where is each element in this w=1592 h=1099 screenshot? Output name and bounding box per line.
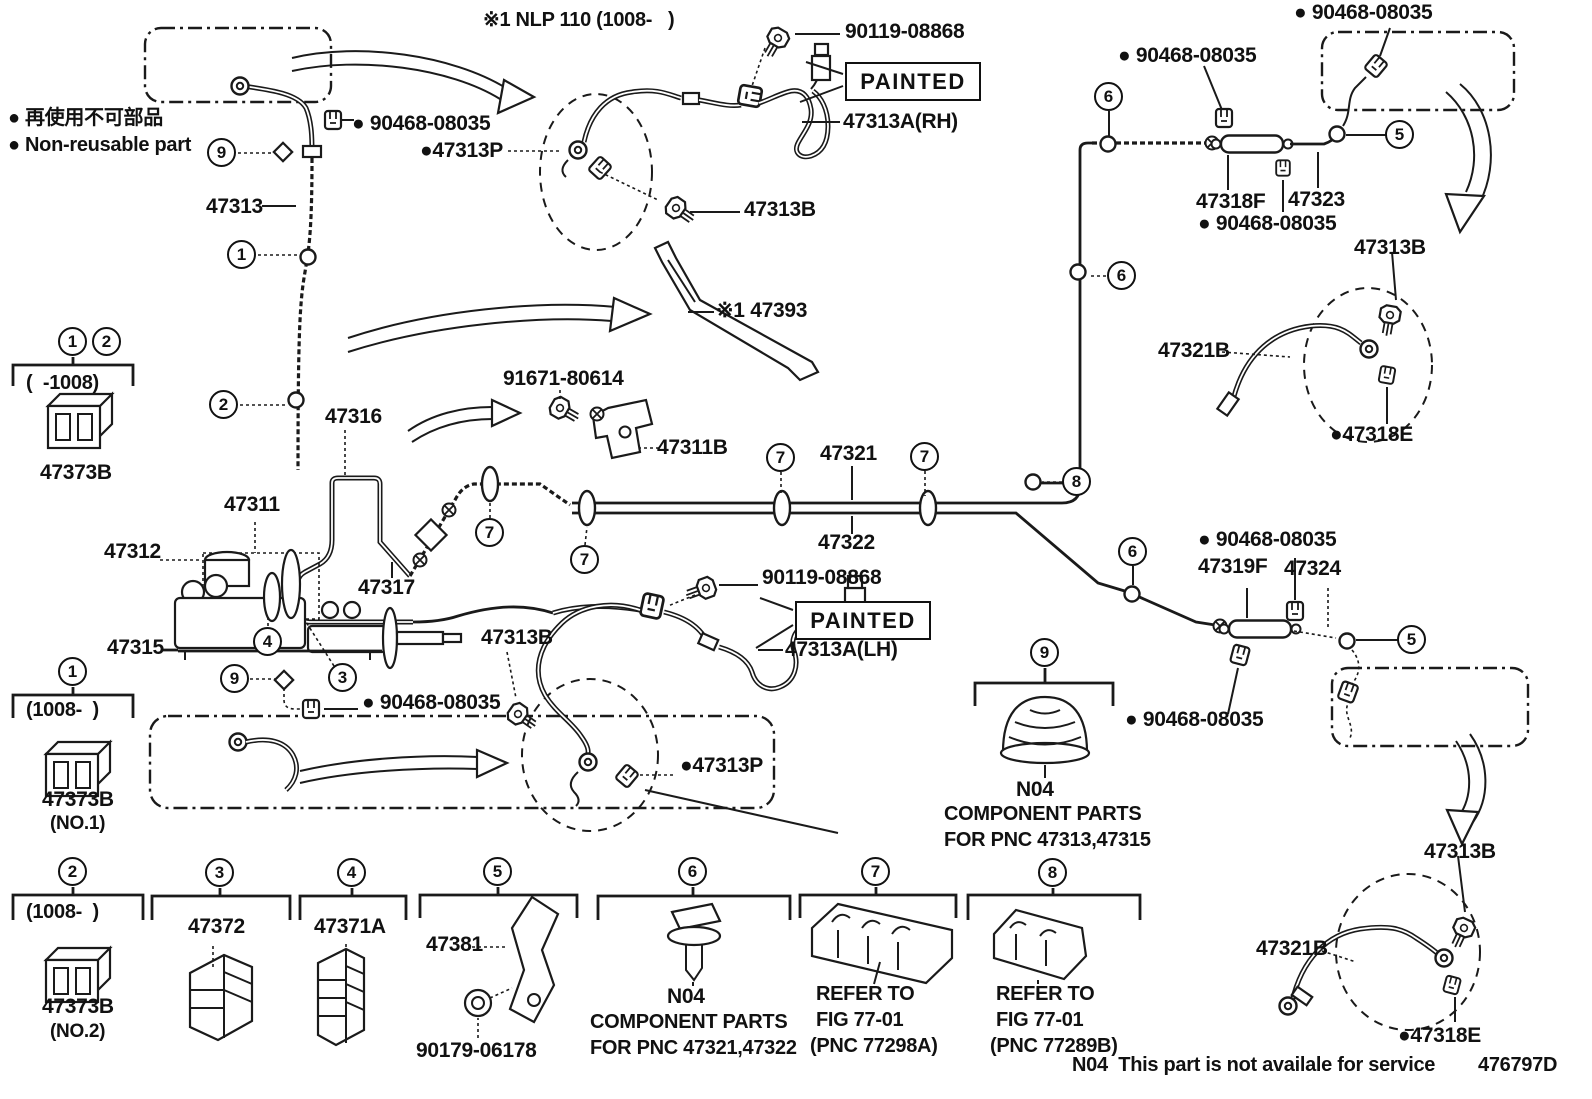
callout-1: 1 — [58, 657, 87, 686]
callout-6: 6 — [1118, 537, 1147, 566]
label-pn-47313b-r1: 47313B — [1354, 236, 1426, 259]
label-n04-6: N04 — [667, 985, 705, 1008]
label-footer-note: N04 This part is not availale for servic… — [1072, 1054, 1436, 1076]
label-comp6b: FOR PNC 47321,47322 — [590, 1037, 797, 1059]
body-outline-top-right — [1320, 30, 1516, 112]
callout-8: 8 — [1062, 467, 1091, 496]
label-pn-90119-top: 90119-08868 — [845, 20, 965, 43]
label-pn-47321b-r1: 47321B — [1158, 339, 1230, 362]
label-pn-47312: 47312 — [104, 540, 161, 563]
callout-2: 2 — [92, 327, 121, 356]
label-ref8b: FIG 77-01 — [996, 1009, 1084, 1031]
label-pn-47313b-br: 47313B — [1424, 840, 1496, 863]
label-pn-47313a-lh: 47313A(LH) — [785, 638, 898, 661]
label-range-b: (1008- ) — [26, 699, 99, 721]
callout-5: 5 — [1397, 625, 1426, 654]
label-no1: (NO.1) — [50, 813, 106, 834]
label-pn-47373b-no1: 47373B — [42, 788, 114, 811]
callout-4: 4 — [337, 858, 366, 887]
label-footer-code: 476797D — [1478, 1054, 1558, 1076]
label-pn-47318e-r1: ●47318E — [1330, 423, 1413, 446]
label-pn-91671: 91671-80614 — [503, 367, 624, 390]
body-outline-bottom-left — [148, 714, 776, 810]
label-pn-47319f: 47319F — [1198, 555, 1268, 578]
label-pn-47313p-mid: ●47313P — [680, 754, 763, 777]
label-pn-47313b-mid: 47313B — [481, 626, 553, 649]
callout-7: 7 — [570, 545, 599, 574]
callout-9: 9 — [220, 664, 249, 693]
label-ref7c: (PNC 77298A) — [810, 1035, 938, 1057]
label-pn-47393: ※1 47393 — [716, 299, 808, 322]
label-pn-47321b-br: 47321B — [1256, 937, 1328, 960]
label-range-a: ( -1008) — [26, 372, 99, 394]
label-n04-9: N04 — [1016, 778, 1054, 801]
label-pn-47373b-no2: 47373B — [42, 995, 114, 1018]
callout-3: 3 — [328, 663, 357, 692]
label-note-nlp: ※1 NLP 110 (1008- ) — [483, 9, 675, 31]
callout-6: 6 — [1107, 261, 1136, 290]
callout-9: 9 — [207, 138, 236, 167]
label-painted-lh: PAINTED — [795, 601, 931, 640]
label-ref8c: (PNC 77289B) — [990, 1035, 1118, 1057]
label-pn-47372: 47372 — [188, 915, 245, 938]
callout-5: 5 — [483, 857, 512, 886]
callout-3: 3 — [205, 858, 234, 887]
label-pn-90119-mid: 90119-08868 — [762, 566, 882, 589]
label-pn-47381: 47381 — [426, 933, 483, 956]
label-comp6a: COMPONENT PARTS — [590, 1011, 788, 1033]
label-legend-en: ● Non-reusable part — [8, 134, 192, 156]
label-pn-90468-mc: ● 90468-08035 — [362, 691, 501, 714]
label-pn-90179: 90179-06178 — [416, 1039, 537, 1062]
callout-6: 6 — [1094, 82, 1123, 111]
label-pn-47321: 47321 — [820, 442, 877, 465]
callout-7: 7 — [475, 518, 504, 547]
callout-2: 2 — [58, 857, 87, 886]
label-pn-47371a: 47371A — [314, 915, 386, 938]
callout-1: 1 — [227, 240, 256, 269]
label-legend-jp: ● 再使用不可部品 — [8, 107, 163, 129]
label-pn-47318f: 47318F — [1196, 190, 1266, 213]
label-painted-rh: PAINTED — [845, 62, 981, 101]
label-pn-90468-mr2: ● 90468-08035 — [1125, 708, 1264, 731]
label-pn-47313p-a: ●47313P — [420, 139, 503, 162]
callout-4: 4 — [253, 627, 282, 656]
label-comp9b: FOR PNC 47313,47315 — [944, 829, 1151, 851]
label-pn-90468-tr1: ● 90468-08035 — [1294, 1, 1433, 24]
label-pn-47318e-br: ●47318E — [1398, 1024, 1481, 1047]
label-pn-47317: 47317 — [358, 576, 415, 599]
label-ref8a: REFER TO — [996, 983, 1095, 1005]
label-ref7a: REFER TO — [816, 983, 915, 1005]
label-pn-47311b: 47311B — [657, 436, 728, 459]
label-pn-47313b-a: 47313B — [744, 198, 816, 221]
callout-7: 7 — [861, 857, 890, 886]
label-pn-47315: 47315 — [107, 636, 164, 659]
label-pn-47313a-rh: 47313A(RH) — [843, 110, 958, 133]
callout-1: 1 — [58, 327, 87, 356]
body-outline-mid-right — [1330, 666, 1530, 748]
label-pn-90468-tr3: ● 90468-08035 — [1198, 212, 1337, 235]
label-ref7b: FIG 77-01 — [816, 1009, 904, 1031]
label-no2: (NO.2) — [50, 1021, 106, 1042]
callout-7: 7 — [766, 443, 795, 472]
callout-9: 9 — [1030, 638, 1059, 667]
callout-6: 6 — [678, 857, 707, 886]
label-pn-47324: 47324 — [1284, 557, 1341, 580]
label-comp9a: COMPONENT PARTS — [944, 803, 1142, 825]
callout-7: 7 — [910, 442, 939, 471]
label-pn-47311: 47311 — [224, 493, 280, 516]
label-pn-90468-a: ● 90468-08035 — [352, 112, 491, 135]
label-pn-47322: 47322 — [818, 531, 875, 554]
label-pn-90468-tr2: ● 90468-08035 — [1118, 44, 1257, 67]
callout-2: 2 — [209, 390, 238, 419]
label-pn-47316: 47316 — [325, 405, 382, 428]
label-range-c: (1008- ) — [26, 901, 99, 923]
label-pn-90468-mr1: ● 90468-08035 — [1198, 528, 1337, 551]
callout-5: 5 — [1385, 120, 1414, 149]
label-pn-47323: 47323 — [1288, 188, 1345, 211]
label-pn-47313: 47313 — [206, 195, 263, 218]
callout-8: 8 — [1038, 858, 1067, 887]
label-pn-47373b-a: 47373B — [40, 461, 112, 484]
